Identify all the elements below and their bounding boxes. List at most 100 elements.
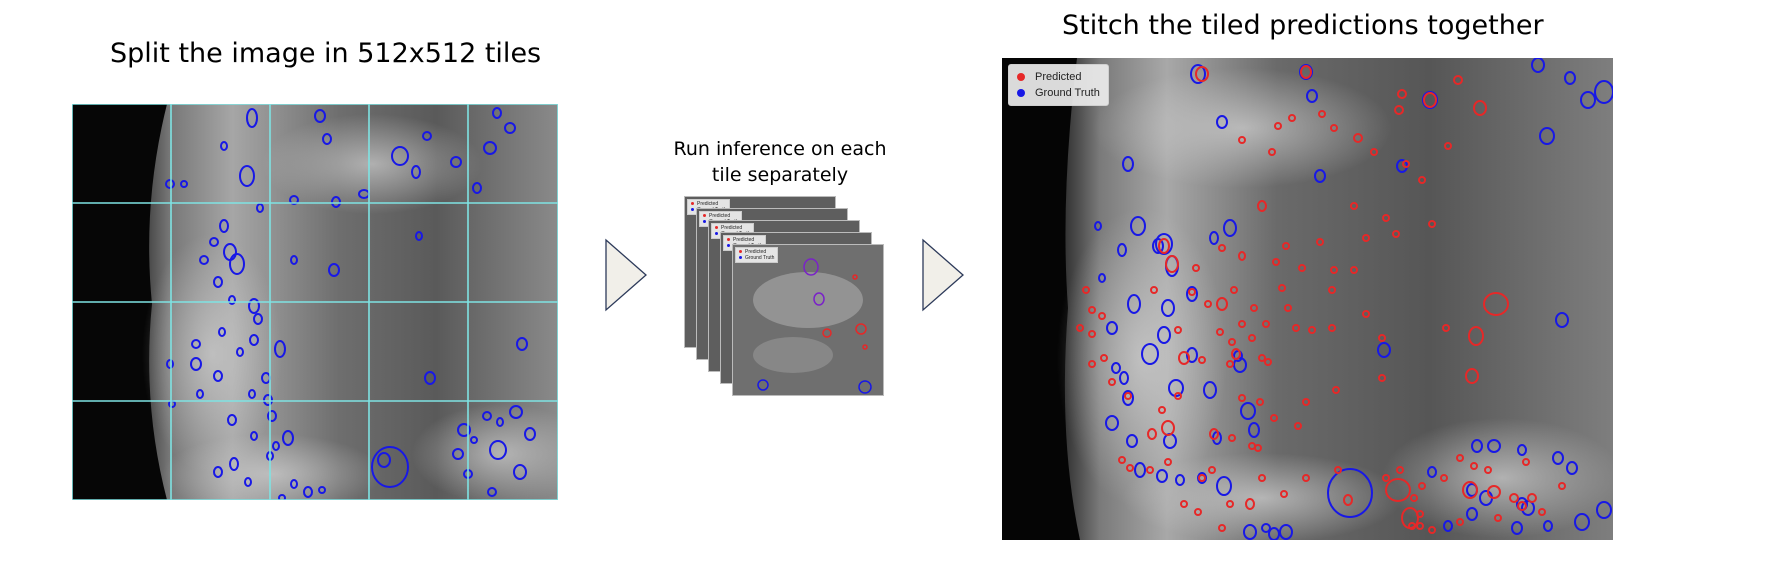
ground-truth-crater-ellipse xyxy=(1156,469,1168,483)
ground-truth-crater-ellipse xyxy=(1105,415,1119,431)
predicted-crater-ellipse xyxy=(1228,338,1236,346)
predicted-crater-ellipse xyxy=(1228,434,1236,442)
predicted-crater-ellipse xyxy=(1250,304,1258,312)
predicted-crater-ellipse xyxy=(1284,304,1292,312)
left-crater-ellipse xyxy=(318,486,326,494)
left-crater-ellipse xyxy=(196,389,204,399)
predicted-crater-ellipse xyxy=(1158,406,1166,414)
left-crater-ellipse xyxy=(328,263,340,277)
ground-truth-crater-ellipse xyxy=(1141,343,1159,365)
predicted-crater-ellipse xyxy=(1088,306,1096,314)
predicted-crater-ellipse xyxy=(1362,234,1370,242)
ground-truth-crater-ellipse xyxy=(1119,371,1129,385)
ground-truth-crater-ellipse xyxy=(1243,524,1257,540)
ground-truth-crater-ellipse xyxy=(1261,523,1271,533)
left-crater-ellipse xyxy=(199,255,209,265)
tile-crater-ellipse xyxy=(862,344,868,350)
predicted-crater-ellipse xyxy=(1238,136,1246,144)
tile-mini-legend-predicted: Predicted xyxy=(715,225,750,231)
predicted-crater-ellipse xyxy=(1300,65,1312,79)
ground-truth-crater-ellipse xyxy=(1130,216,1146,236)
predicted-crater-ellipse xyxy=(1108,378,1116,386)
predicted-crater-ellipse xyxy=(1256,398,1264,406)
right-predicted-ellipses xyxy=(1076,65,1566,534)
predicted-crater-ellipse xyxy=(1487,485,1501,499)
predicted-crater-ellipse xyxy=(1330,124,1338,132)
legend: Predicted Ground Truth xyxy=(1008,64,1109,106)
predicted-crater-ellipse xyxy=(1527,493,1537,503)
tile-thumbnail-svg xyxy=(733,245,883,395)
tile-mini-legend-predicted: Predicted xyxy=(727,237,762,243)
left-crater-ellipse xyxy=(209,237,219,247)
tile-mini-legend-label: Predicted xyxy=(733,237,755,243)
tile-crater-ellipse xyxy=(822,328,832,338)
left-crater-ellipse xyxy=(470,436,478,444)
left-crater-ellipse xyxy=(228,295,236,305)
predicted-dot-icon xyxy=(703,214,706,217)
tile-mini-legend-label: Predicted xyxy=(709,213,731,219)
predicted-crater-ellipse xyxy=(1248,334,1256,342)
left-crater-ellipse xyxy=(492,107,502,119)
left-crater-ellipse xyxy=(219,219,229,233)
left-crater-ellipse xyxy=(248,298,260,314)
predicted-crater-ellipse xyxy=(1392,230,1400,238)
predicted-crater-ellipse xyxy=(1302,398,1310,406)
ground-truth-crater-ellipse xyxy=(1427,466,1437,478)
predicted-crater-ellipse xyxy=(1382,474,1390,482)
predicted-crater-ellipse xyxy=(1416,522,1424,530)
predicted-crater-ellipse xyxy=(1238,320,1246,328)
predicted-crater-ellipse xyxy=(1124,392,1132,400)
predicted-crater-ellipse xyxy=(1272,258,1280,266)
legend-label-ground-truth: Ground Truth xyxy=(1035,87,1100,99)
left-crater-ellipse xyxy=(256,203,264,213)
left-crater-ellipse xyxy=(191,339,201,349)
predicted-crater-ellipse xyxy=(1465,368,1479,384)
ground-truth-crater-ellipse xyxy=(1094,221,1102,231)
predicted-crater-ellipse xyxy=(1158,238,1170,254)
predicted-crater-ellipse xyxy=(1353,133,1363,143)
left-crater-ellipse xyxy=(424,371,436,385)
predicted-crater-ellipse xyxy=(1302,474,1310,482)
ground-truth-crater-ellipse xyxy=(1152,238,1164,254)
predicted-crater-ellipse xyxy=(1350,202,1358,210)
left-crater-ellipse xyxy=(496,417,504,427)
predicted-crater-ellipse xyxy=(1294,422,1302,430)
ground-truth-crater-ellipse xyxy=(1233,350,1243,362)
ground-truth-dot-icon xyxy=(739,256,742,259)
ground-truth-crater-ellipse xyxy=(1596,501,1612,519)
ground-truth-dot-icon xyxy=(703,220,706,223)
left-crater-ellipse xyxy=(250,431,258,441)
left-crater-ellipse xyxy=(239,165,255,187)
predicted-crater-ellipse xyxy=(1245,498,1255,510)
left-crater-ellipse xyxy=(290,255,298,265)
left-crater-ellipse xyxy=(213,370,223,382)
ground-truth-crater-ellipse xyxy=(1443,520,1453,532)
ground-truth-crater-ellipse xyxy=(1517,444,1527,456)
left-crater-ellipse xyxy=(457,423,471,437)
predicted-crater-ellipse xyxy=(1280,490,1288,498)
predicted-crater-ellipse xyxy=(1178,351,1190,365)
predicted-crater-ellipse xyxy=(1258,354,1266,362)
predicted-crater-ellipse xyxy=(1410,494,1418,502)
tile-crater-ellipse xyxy=(803,258,819,276)
tiled-moon-svg xyxy=(71,103,592,514)
left-crater-ellipse xyxy=(314,109,326,123)
predicted-crater-ellipse xyxy=(1126,464,1134,472)
ground-truth-crater-ellipse xyxy=(1117,243,1127,257)
ground-truth-crater-ellipse xyxy=(1186,286,1198,302)
predicted-crater-ellipse xyxy=(1194,508,1202,516)
predicted-dot-icon xyxy=(691,202,694,205)
predicted-dot-icon xyxy=(739,250,742,253)
predicted-crater-ellipse xyxy=(1350,266,1358,274)
left-ground-truth-ellipses xyxy=(165,107,536,502)
left-crater-ellipse xyxy=(165,179,175,189)
predicted-crater-ellipse xyxy=(1195,66,1209,82)
predicted-crater-ellipse xyxy=(1257,200,1267,212)
inference-step-title: Run inference on each tile separately xyxy=(673,138,887,186)
tile-mini-legend-label: Predicted xyxy=(721,225,743,231)
predicted-crater-ellipse xyxy=(1262,320,1270,328)
legend-item-ground-truth: Ground Truth xyxy=(1017,85,1100,101)
ground-truth-crater-ellipse xyxy=(1216,476,1232,496)
predicted-crater-ellipse xyxy=(1088,330,1096,338)
left-crater-ellipse xyxy=(377,452,391,468)
